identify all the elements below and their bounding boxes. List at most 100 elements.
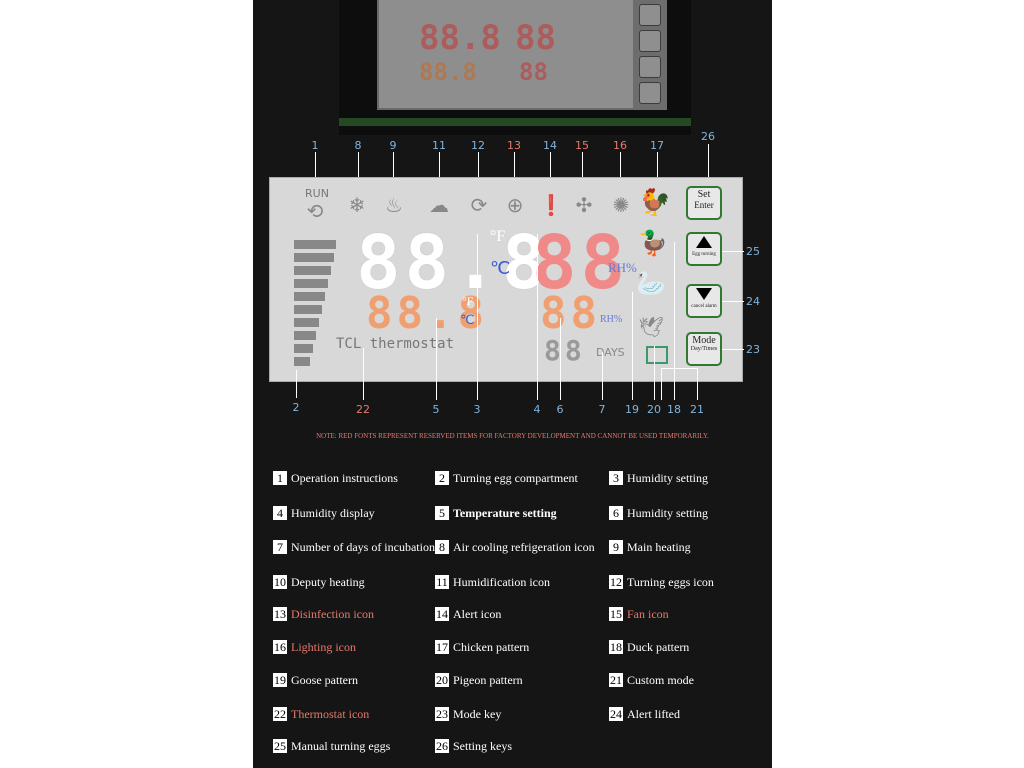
- legend-number: 7: [273, 540, 287, 555]
- bar: [294, 357, 310, 366]
- down-arrow-icon: [696, 288, 712, 300]
- legend-number: 9: [609, 540, 623, 555]
- bar: [294, 279, 328, 288]
- temp-setting-unit-c: ℃: [460, 312, 475, 327]
- leader-line: [657, 152, 658, 177]
- legend-text: Manual turning eggs: [291, 738, 391, 753]
- leader-line: [632, 292, 633, 400]
- product-panel: 88.8 88 88.8 88 1 8 9 11 12 13 14 15 16 …: [253, 0, 772, 768]
- custom-mode-box: [646, 346, 668, 364]
- leader-line: [393, 152, 394, 177]
- photo-temp-digits: 88.8: [419, 18, 501, 58]
- legend-number: 3: [609, 471, 623, 486]
- callout-2: 2: [292, 401, 300, 414]
- leader-line: [363, 348, 364, 400]
- callout-19: 19: [625, 403, 639, 416]
- photo-humidity-setting-digits: 88: [519, 58, 548, 86]
- legend-text: Temperature setting: [453, 505, 557, 520]
- snowflake-icon: ❄: [348, 193, 366, 217]
- days-label: DAYS: [596, 346, 625, 359]
- legend-number: 21: [609, 673, 623, 688]
- temperature-display: 88.8: [356, 220, 551, 306]
- egg-compartment-bars: [294, 240, 336, 370]
- legend-text: Humidity setting: [627, 505, 708, 520]
- legend-number: 22: [273, 707, 287, 722]
- humidity-setting-display: 88: [540, 288, 601, 339]
- egg-turning-key[interactable]: Egg turning: [686, 232, 722, 266]
- temp-unit-f: °F: [490, 228, 506, 245]
- callout-16: 16: [613, 139, 627, 152]
- callout-23: 23: [746, 343, 760, 356]
- legend-number: 24: [609, 707, 623, 722]
- callout-15: 15: [575, 139, 589, 152]
- legend-item: 24 Alert lifted: [609, 706, 680, 722]
- leader-line: [697, 368, 698, 400]
- legend-number: 18: [609, 640, 623, 655]
- enter-label: Enter: [694, 200, 714, 210]
- callout-3: 3: [473, 403, 481, 416]
- legend-number: 19: [273, 673, 287, 688]
- callout-1: 1: [311, 139, 319, 152]
- humidity-display: 88: [532, 220, 630, 306]
- leader-line: [537, 234, 538, 400]
- up-arrow-icon: [696, 236, 712, 248]
- callout-11: 11: [432, 139, 446, 152]
- humidity-setting-unit: RH%: [600, 314, 623, 325]
- bar: [294, 253, 334, 262]
- legend-text: Mode key: [453, 706, 502, 721]
- bar: [294, 344, 313, 353]
- photo-key: [639, 82, 661, 104]
- turning-egg-icon: ⟲: [306, 199, 324, 223]
- leader-line: [661, 368, 697, 369]
- photo-temp-setting-digits: 88.8: [419, 58, 477, 86]
- legend-number: 17: [435, 640, 449, 655]
- leader-line: [514, 152, 515, 177]
- cloud-rain-icon: ☁: [429, 193, 449, 217]
- chicken-icon: 🐓: [638, 188, 672, 218]
- leader-line: [708, 144, 709, 177]
- legend-text: Alert lifted: [627, 706, 680, 721]
- leader-line: [654, 346, 655, 400]
- set-enter-key[interactable]: Set Enter: [686, 186, 722, 220]
- cancel-alarm-label: cancel alarm: [691, 304, 717, 309]
- set-label: Set: [697, 189, 711, 200]
- legend-number: 1: [273, 471, 287, 486]
- device-photo-lcd: 88.8 88 88.8 88: [377, 0, 635, 110]
- device-photo-keys: [633, 0, 667, 110]
- mode-key[interactable]: Mode Day/Times: [686, 332, 722, 366]
- cancel-alarm-key[interactable]: cancel alarm: [686, 284, 722, 318]
- leader-line: [722, 349, 744, 350]
- plus-circle-icon: ⊕: [506, 193, 524, 217]
- legend-text: Goose pattern: [291, 672, 358, 687]
- legend-number: 14: [435, 607, 449, 622]
- bar: [294, 331, 316, 340]
- fan-icon: ✣: [575, 193, 593, 217]
- legend-number: 23: [435, 707, 449, 722]
- leader-line: [358, 152, 359, 177]
- leader-line: [674, 242, 675, 400]
- leader-line: [436, 318, 437, 400]
- legend-number: 2: [435, 471, 449, 486]
- callout-7: 7: [598, 403, 606, 416]
- legend-text: Turning eggs icon: [627, 574, 714, 589]
- egg-turning-label: Egg turning: [692, 252, 716, 257]
- bar: [294, 266, 331, 275]
- callout-20: 20: [647, 403, 661, 416]
- legend-number: 26: [435, 739, 449, 754]
- leader-line: [439, 152, 440, 177]
- callout-14: 14: [543, 139, 557, 152]
